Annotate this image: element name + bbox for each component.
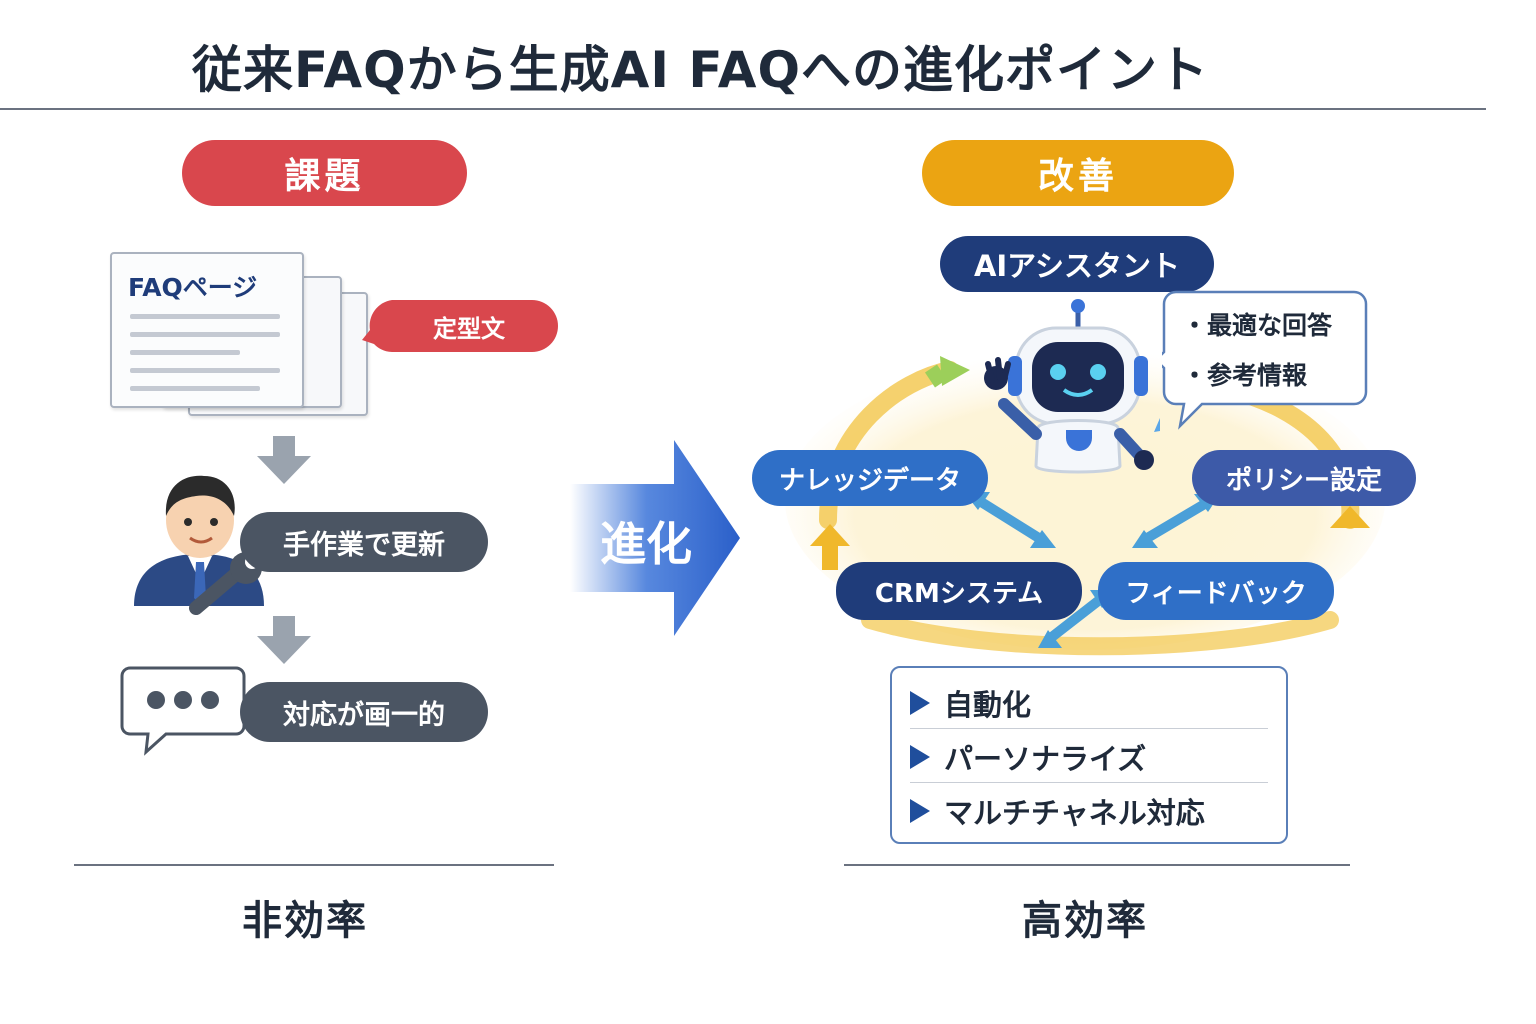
down-arrow-icon — [257, 436, 311, 484]
issue-header: 課題 — [182, 140, 467, 206]
node-knowledge-data: ナレッジデータ — [752, 450, 988, 506]
feature-item: パーソナライズ — [910, 736, 1146, 778]
page-title: 従来FAQから生成AI FAQへの進化ポイント — [192, 41, 1209, 99]
feature-personalize: パーソナライズ — [944, 742, 1147, 776]
manual-update-label: 手作業で更新 — [240, 512, 488, 572]
inefficient-label: 非効率 — [242, 898, 368, 944]
left-footer-divider — [74, 864, 554, 866]
bubble-item-reference-info: ・参考情報 — [1182, 361, 1308, 390]
feature-item: 自動化 — [910, 682, 1031, 724]
node-feedback: フィードバック — [1098, 562, 1334, 620]
feature-multichannel: マルチチャネル対応 — [944, 796, 1205, 830]
features-box: 自動化 パーソナライズ マルチチャネル対応 — [890, 666, 1288, 844]
template-badge: 定型文 — [433, 314, 505, 343]
answer-bubble-shape — [1162, 290, 1368, 430]
triangle-bullet-icon — [910, 799, 930, 823]
evolution-label: 進化 — [600, 517, 692, 571]
node-crm-system: CRMシステム — [836, 562, 1082, 620]
efficient-label: 高効率 — [1022, 898, 1148, 944]
uniform-response-label: 対応が画一的 — [240, 682, 488, 742]
evolution-arrow-icon — [570, 440, 740, 636]
node-policy-settings: ポリシー設定 — [1192, 450, 1416, 506]
title-divider — [0, 108, 1486, 110]
document-icon: FAQページ — [110, 248, 372, 420]
bubble-item-best-answer: ・最適な回答 — [1182, 311, 1333, 340]
down-arrow-icon — [257, 616, 311, 664]
feature-automation: 自動化 — [944, 688, 1032, 722]
feature-item: マルチチャネル対応 — [910, 790, 1205, 832]
template-badge-shape — [362, 300, 558, 352]
faq-page-title: FAQページ — [128, 273, 258, 302]
robot-icon — [984, 299, 1160, 474]
triangle-bullet-icon — [910, 691, 930, 715]
right-footer-divider — [844, 864, 1350, 866]
improvement-header: 改善 — [922, 140, 1234, 206]
triangle-bullet-icon — [910, 745, 930, 769]
chat-bubble-icon — [120, 666, 246, 756]
ai-assistant-label: AIアシスタント — [940, 236, 1214, 292]
